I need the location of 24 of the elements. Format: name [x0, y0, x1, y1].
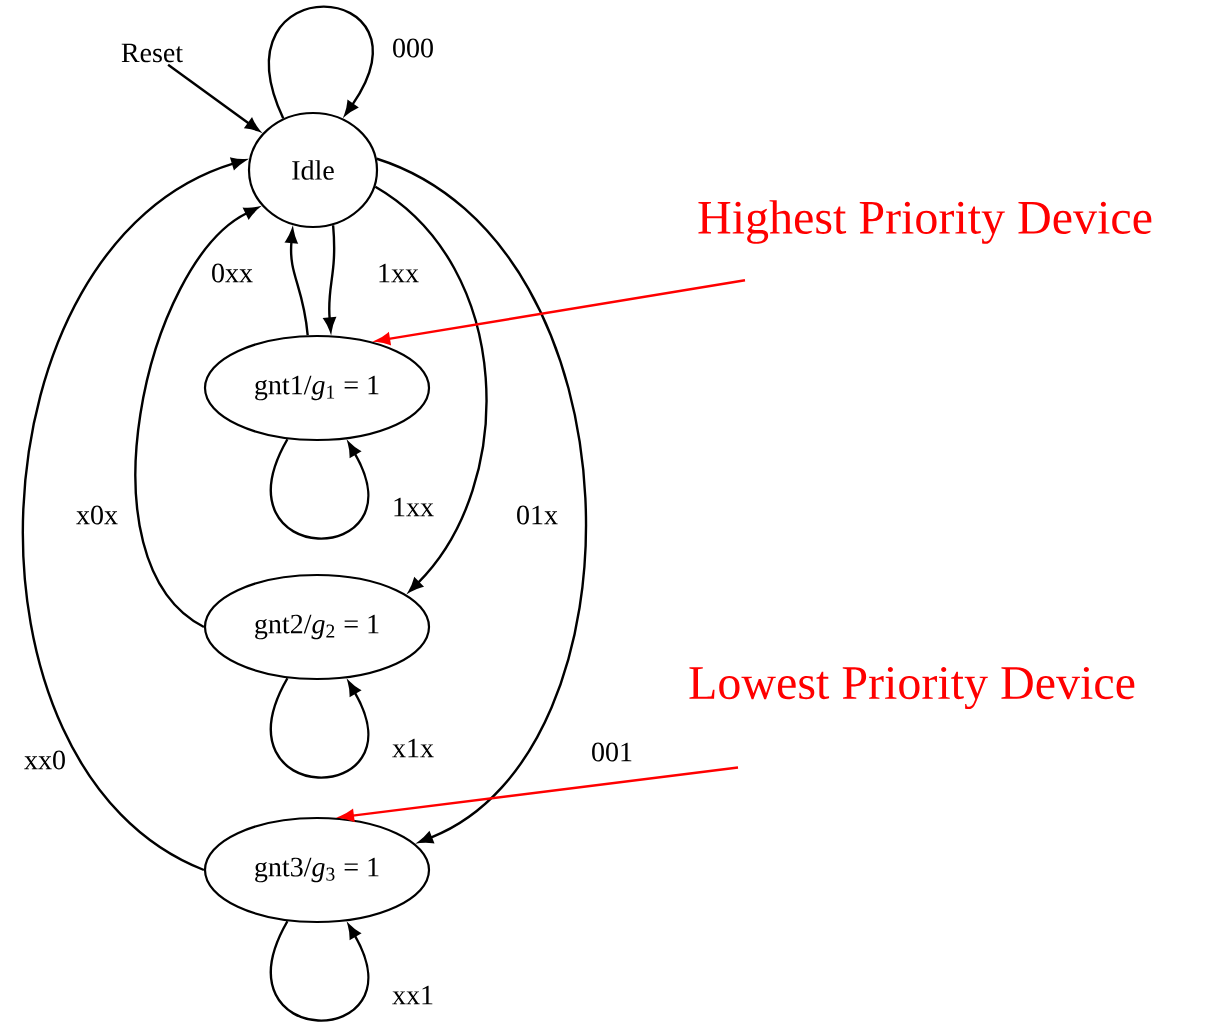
- transition-arrow: [285, 228, 309, 336]
- transition-arrow: [374, 185, 488, 593]
- transition-arrow: [167, 63, 260, 132]
- edge-label: xx0: [22, 748, 68, 772]
- annotation-text: Highest Priority Device: [698, 200, 1152, 244]
- transition-arrow: [22, 157, 246, 872]
- annotation-arrow: [375, 279, 746, 345]
- input-label: Reset: [121, 43, 183, 63]
- transition-arrow: [376, 157, 587, 844]
- self-loop-arrow: [268, 5, 374, 119]
- annotation-text: Lowest Priority Device: [689, 666, 1135, 710]
- transition-arrow: [134, 206, 259, 628]
- self-loop-arrow: [269, 920, 369, 1022]
- edge-label: 001: [589, 740, 635, 764]
- edge-label: x0x: [74, 503, 120, 527]
- edge-label: 1xx: [390, 495, 436, 519]
- self-loop-arrow: [269, 677, 369, 779]
- edge-label: 0xx: [209, 261, 255, 285]
- edge-label: 000: [390, 36, 436, 60]
- edge-label: xx1: [390, 983, 436, 1007]
- edge-label: x1x: [390, 736, 436, 760]
- edge-label: 1xx: [375, 261, 421, 285]
- edge-label: 01x: [514, 503, 560, 527]
- self-loop-arrow: [269, 438, 369, 540]
